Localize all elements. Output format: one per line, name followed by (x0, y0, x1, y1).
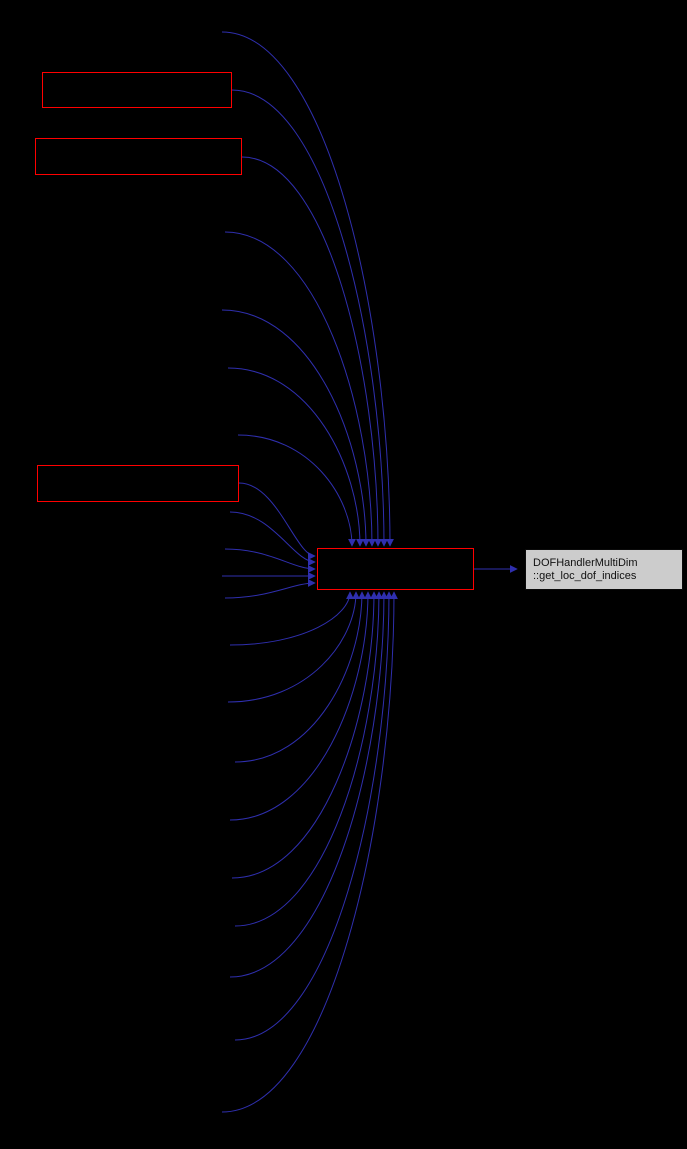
call-edge (221, 31, 394, 547)
target-function-node[interactable]: DOFHandlerMultiDim ::get_loc_dof_indices (525, 549, 683, 590)
center-node[interactable] (317, 548, 474, 590)
caller-node-2[interactable] (35, 138, 242, 175)
call-edge (224, 231, 376, 547)
call-edge (221, 309, 370, 547)
call-edge (224, 579, 316, 599)
call-edge (231, 591, 378, 879)
call-edge (227, 591, 360, 703)
caller-node-1[interactable] (42, 72, 232, 108)
call-edge (234, 591, 393, 1041)
call-edge (221, 591, 398, 1113)
call-edge (229, 591, 372, 821)
caller-node-3[interactable] (37, 465, 239, 502)
call-edge (234, 591, 366, 763)
call-edge (229, 591, 388, 978)
target-function-label-line1: DOFHandlerMultiDim (533, 556, 638, 569)
call-edge (229, 591, 354, 646)
call-edge (241, 156, 382, 547)
call-edge (231, 89, 388, 547)
target-function-label-line2: ::get_loc_dof_indices (533, 569, 637, 582)
call-edge (224, 548, 316, 573)
call-edge (238, 482, 316, 560)
call-edge (237, 434, 356, 547)
call-edge (227, 367, 364, 547)
call-edge (229, 511, 316, 566)
call-edge (234, 591, 383, 927)
